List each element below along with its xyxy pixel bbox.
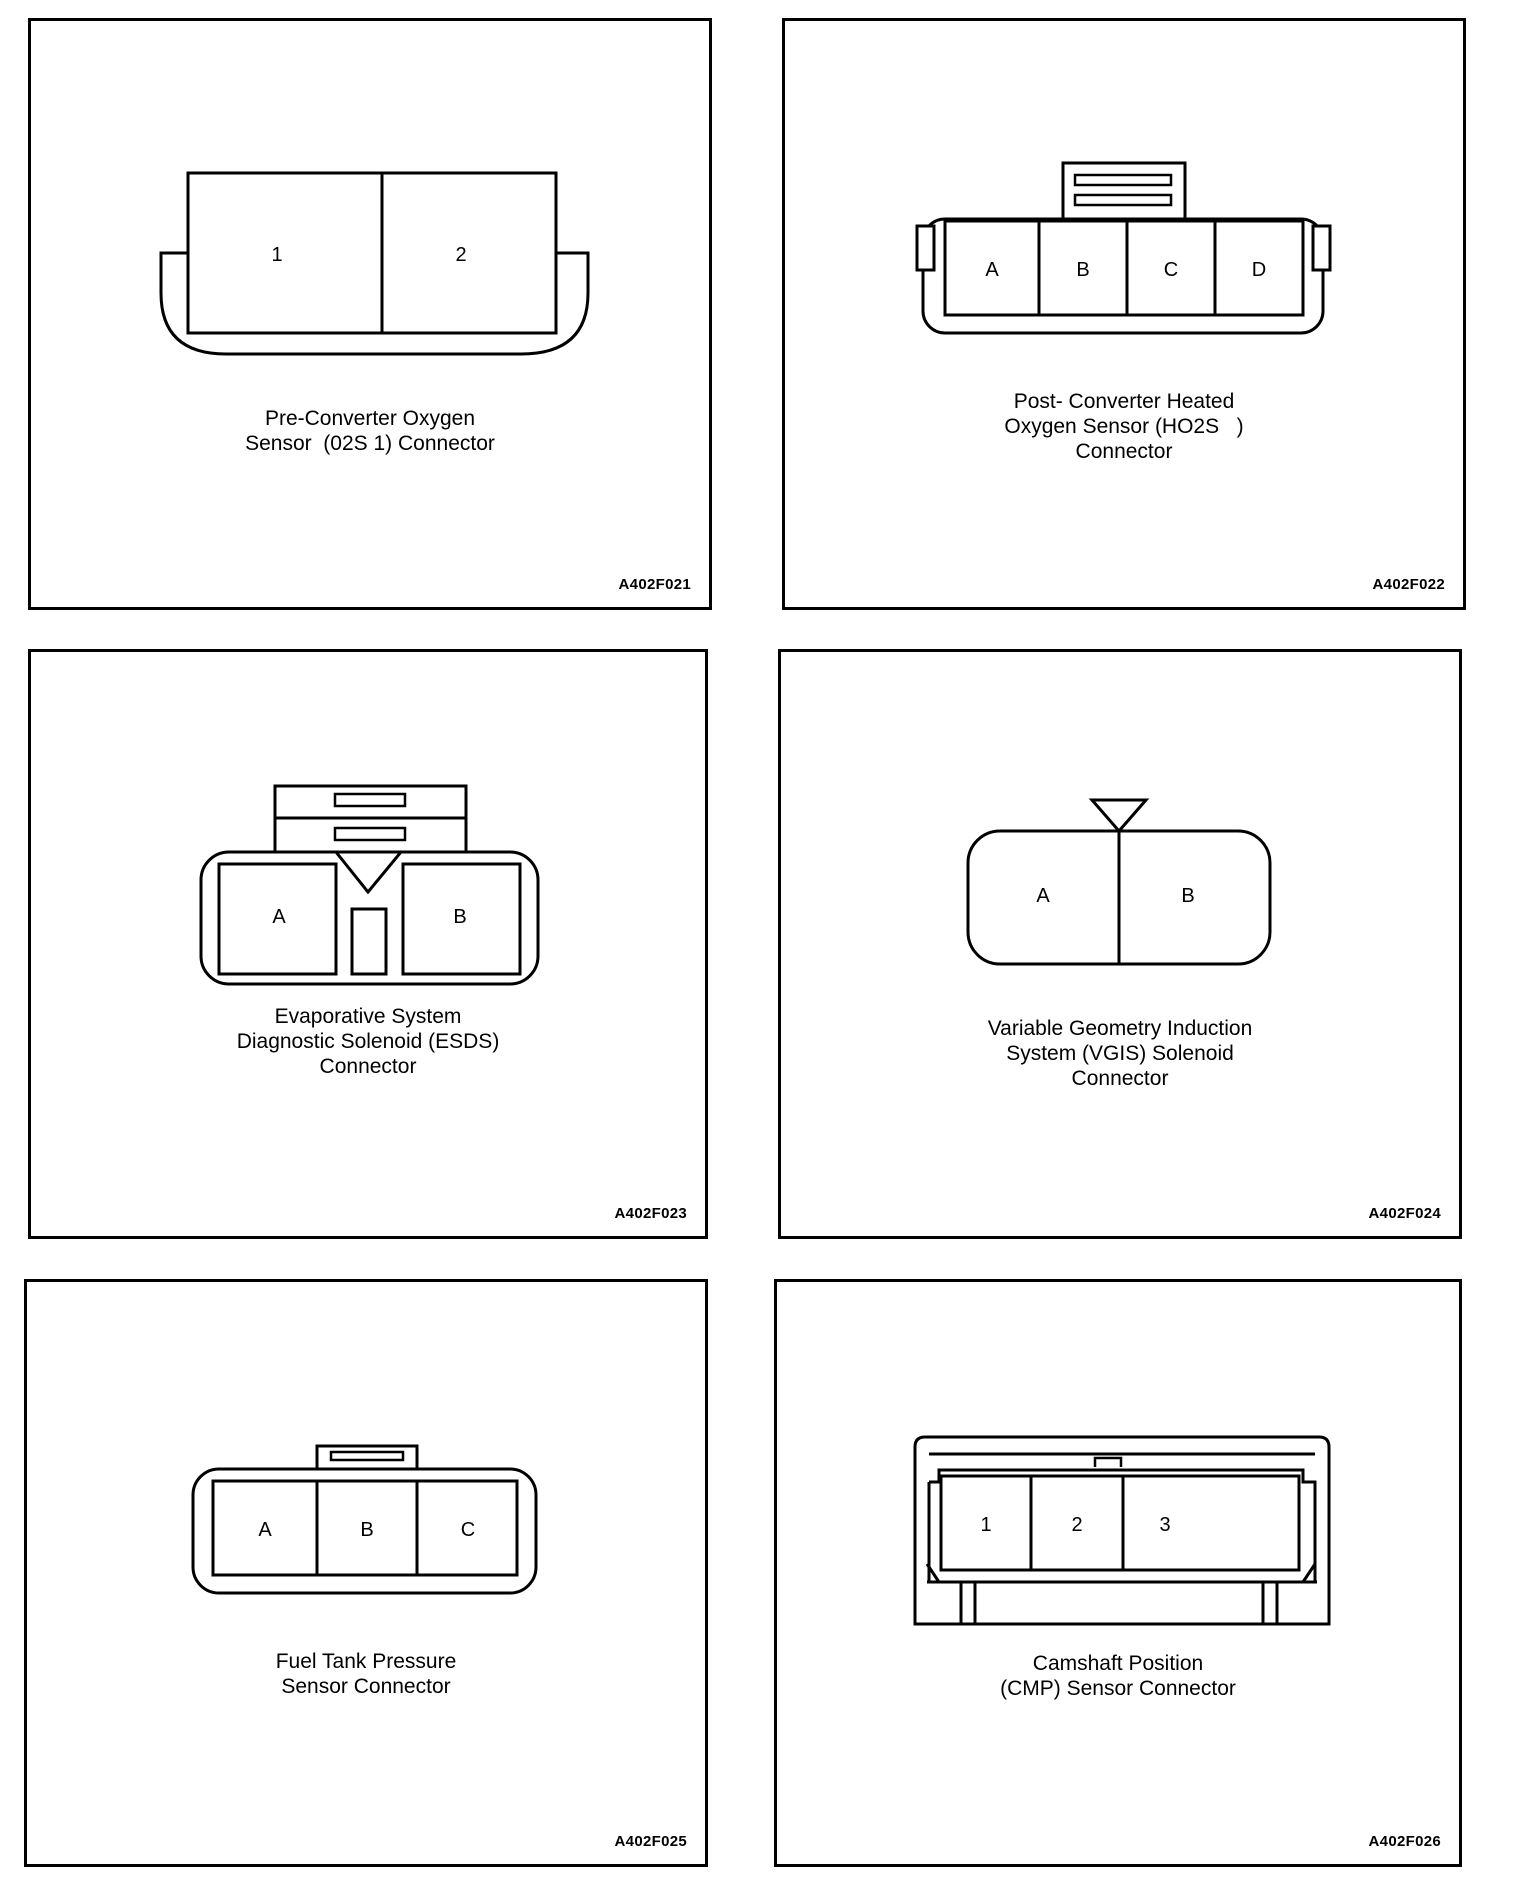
connector-caption: Camshaft Position (CMP) Sensor Connector [1000,1652,1236,1700]
pin-label: 3 [1159,1514,1170,1536]
connector-caption: Fuel Tank Pressure Sensor Connector [275,1650,457,1698]
pin-label: B [360,1519,373,1541]
pin-label: 1 [980,1514,991,1536]
connector-caption: Post- Converter Heated Oxygen Sensor (HO… [1004,390,1244,463]
diagram-panel-5: A B C Fuel Tank Pressure Sensor Connecto… [24,1279,708,1867]
oxygen-sensor-connector: 1 2 [159,171,590,356]
diagram-panel-4: A B Variable Geometry Induction System (… [778,649,1462,1239]
connector-caption: Evaporative System Diagnostic Solenoid (… [236,1005,500,1078]
pin-label: 1 [271,244,282,266]
pin-label: A [985,259,999,281]
pin-label: 2 [455,244,466,266]
pin-label: D [1252,259,1266,281]
figure-code: A402F021 [618,576,691,593]
figure-code: A402F026 [1368,1833,1441,1850]
connector-caption: Pre-Converter Oxygen Sensor (02S 1) Conn… [245,407,495,455]
pin-label: A [1036,885,1050,907]
pin-label: 2 [1071,1514,1082,1536]
pin-label: B [453,906,466,928]
pin-label: B [1181,885,1194,907]
heated-oxygen-sensor-connector: A B C D [915,161,1332,335]
diagram-panel-2: A B C D Post- Converter Heated Oxygen Se… [782,18,1466,610]
figure-code: A402F024 [1368,1205,1441,1222]
vgis-solenoid-connector: A B [966,798,1272,966]
figure-code: A402F022 [1372,576,1445,593]
diagram-panel-1: 1 2 Pre-Converter Oxygen Sensor (02S 1) … [28,18,712,610]
connector-caption: Variable Geometry Induction System (VGIS… [987,1017,1253,1090]
pin-label: C [1164,259,1178,281]
pin-label: B [1076,259,1089,281]
camshaft-position-sensor-connector: 1 2 3 [913,1435,1331,1626]
pin-label: A [272,906,286,928]
fuel-tank-pressure-sensor-connector: A B C [191,1444,538,1595]
diagram-panel-6: 1 2 3 Camshaft Position (CMP) Sensor Con… [774,1279,1462,1867]
pin-label: C [461,1519,475,1541]
diagram-panel-3: A B Evaporative System Diagnostic Soleno… [28,649,708,1239]
figure-code: A402F023 [614,1205,687,1222]
esds-connector: A B [199,784,540,986]
pin-label: A [258,1519,272,1541]
figure-code: A402F025 [614,1833,687,1850]
